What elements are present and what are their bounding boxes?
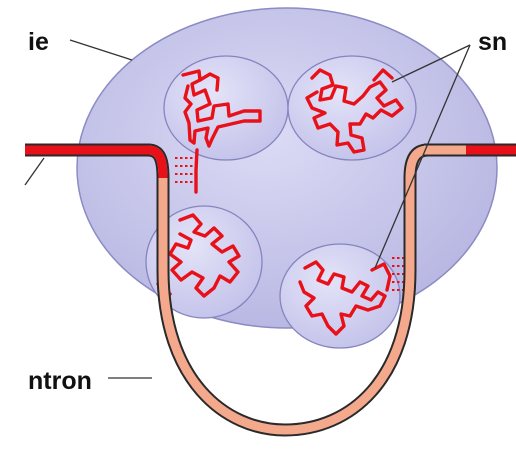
label-intron: ntron bbox=[28, 367, 92, 395]
rna-strand bbox=[196, 150, 197, 192]
label-snrnp: sn bbox=[478, 28, 507, 56]
pointer-exon bbox=[25, 158, 44, 185]
label-spliceosome: ie bbox=[28, 28, 49, 56]
pointer-spliceosome bbox=[70, 40, 132, 60]
snrnp-bottom-right bbox=[280, 244, 400, 348]
snrnp-top-right bbox=[288, 56, 416, 160]
